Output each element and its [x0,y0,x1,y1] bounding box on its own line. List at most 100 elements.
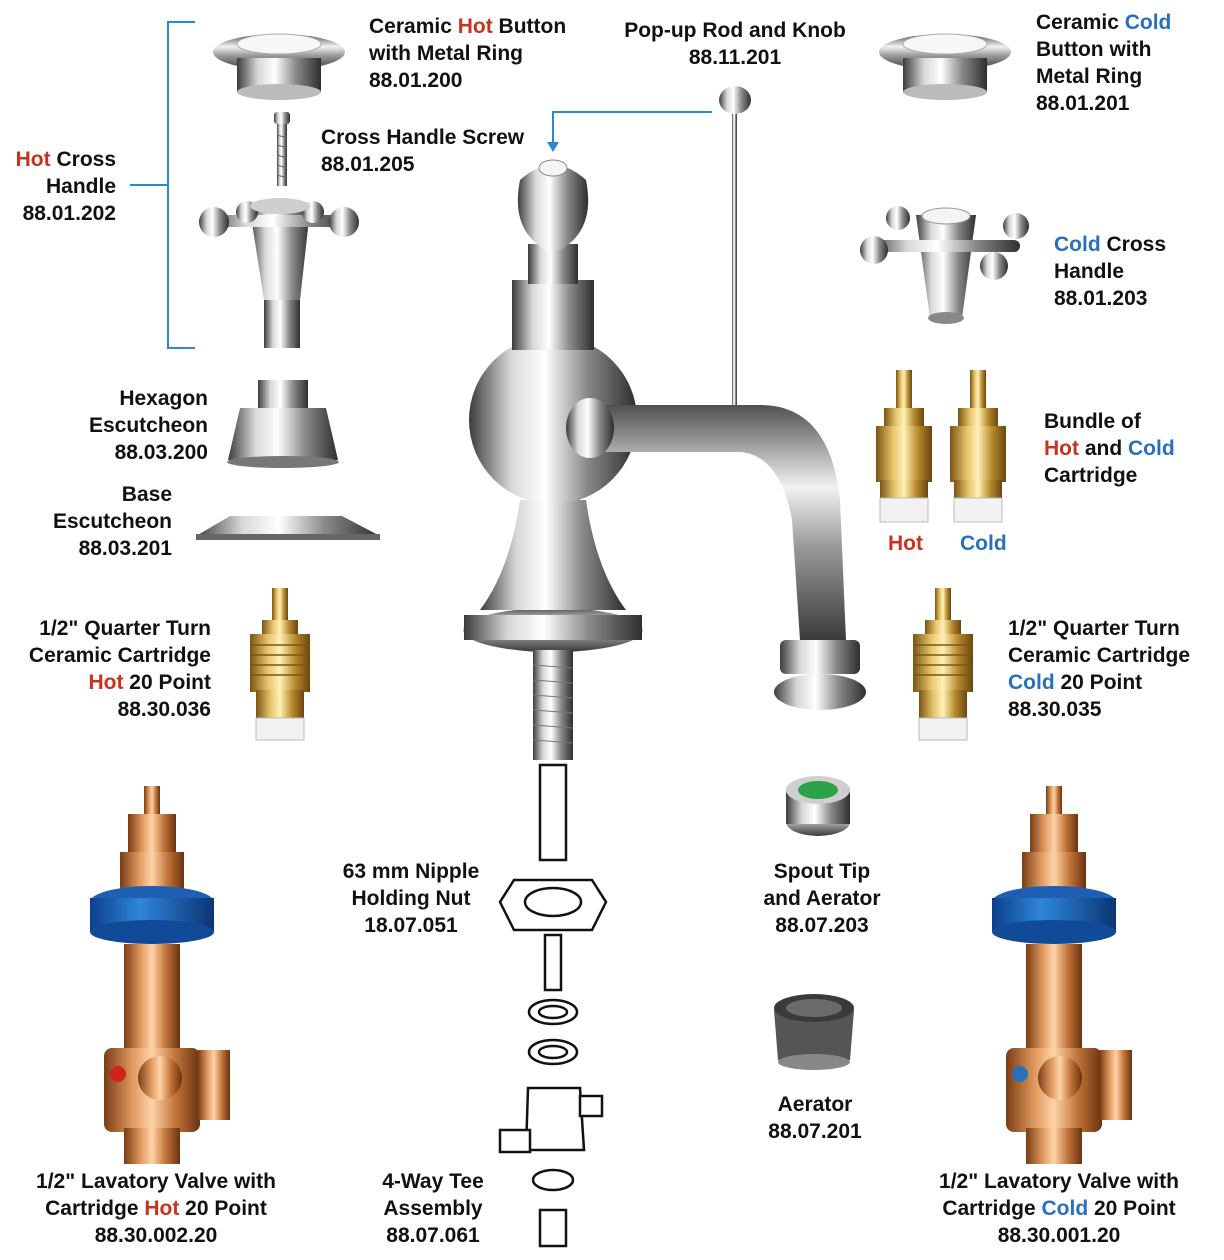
popup-rod-leader [552,111,712,148]
screw-label: Cross Handle Screw 88.01.205 [321,124,524,178]
tee-label: 4-Way Tee Assembly 88.07.061 [352,1168,514,1249]
bundle-label: Bundle of Hot and Cold Cartridge [1044,408,1175,489]
cold-word: Cold [1041,1197,1089,1220]
hot-word: Hot [88,671,124,694]
hot-button-line1: Ceramic [369,15,458,38]
cold-cross-line2: Handle [1054,260,1125,283]
spout-tip-line2: and Aerator [763,887,881,910]
hot-lavatory-valve-label: 1/2" Lavatory Valve with Cartridge Hot 2… [14,1168,298,1249]
base-escutcheon-label: Base Escutcheon 88.03.201 [0,481,172,562]
spout-tip-label: Spout Tip and Aerator 88.07.203 [740,858,904,939]
qt-hot-code: 88.30.036 [117,698,211,721]
cold-cross-line1: Cross [1100,233,1167,256]
bundle-hot-tag: Hot [888,532,923,555]
cold-button-line3: Metal Ring [1036,65,1143,88]
hex-esc-line2: Escutcheon [88,414,208,437]
cold-lavatory-valve-label: 1/2" Lavatory Valve with Cartridge Cold … [914,1168,1204,1249]
spout-tip-line1: Spout Tip [773,860,871,883]
hot-button-image [213,33,345,100]
cold-button-line1: Ceramic [1036,11,1125,34]
nipple-line1: 63 mm Nipple [342,860,480,883]
bundle-line3: Cartridge [1044,464,1138,487]
hot-lavatory-valve-image [90,786,230,1164]
nipple-and-tee-drawing [498,763,608,1248]
lav-hot-line2-end: 20 Point [179,1197,267,1220]
hot-word: Hot [144,1197,180,1220]
cold-cross-handle-label: Cold Cross Handle 88.01.203 [1054,231,1166,312]
cold-lavatory-valve-image [992,786,1132,1164]
base-esc-line1: Base [121,483,172,506]
leader-arrow [547,142,559,152]
hexagon-escutcheon-label: Hexagon Escutcheon 88.03.200 [0,385,208,466]
bundle-cold-tag: Cold [960,532,1007,555]
hex-esc-code: 88.03.200 [114,441,208,464]
cold-word: Cold [1124,11,1172,34]
aerator-code: 88.07.201 [768,1120,862,1143]
hot-handle-bracket [130,21,195,349]
hot-word: Hot [457,15,493,38]
popup-rod-image [719,86,751,450]
aerator-image [774,994,854,1070]
aerator-line1: Aerator [777,1093,853,1116]
hot-button-code: 88.01.200 [369,69,463,92]
lav-cold-line1: 1/2" Lavatory Valve with [939,1170,1179,1193]
hot-cross-handle-image [199,198,359,348]
cold-quarter-turn-cartridge-image [913,588,973,741]
qt-cold-line1: 1/2" Quarter Turn [1008,617,1180,640]
lav-hot-line1: 1/2" Lavatory Valve with [36,1170,276,1193]
faucet-body-image [463,159,866,760]
hot-button-line2: with Metal Ring [369,42,523,65]
popup-rod-code: 88.11.201 [688,46,782,69]
lav-hot-code: 88.30.002.20 [94,1224,218,1247]
hot-button-line1-end: Button [492,15,567,38]
hot-cross-line1: Cross [50,148,116,171]
lav-cold-line2: Cartridge [942,1197,1042,1220]
qt-cold-line3: 20 Point [1054,671,1143,694]
cold-cross-code: 88.01.203 [1054,287,1148,310]
qt-hot-line3: 20 Point [123,671,211,694]
cold-quarter-turn-label: 1/2" Quarter Turn Ceramic Cartridge Cold… [1008,615,1190,723]
screw-code: 88.01.205 [321,153,415,176]
lav-hot-line2: Cartridge [45,1197,145,1220]
cold-word: Cold [1054,233,1101,256]
spout-tip-code: 88.07.203 [775,914,869,937]
screw-image [274,112,290,186]
hot-cross-line2: Handle [45,175,116,198]
base-esc-code: 88.03.201 [78,537,172,560]
hex-esc-line1: Hexagon [119,387,208,410]
hot-word: Hot [15,148,51,171]
qt-cold-line2: Ceramic Cartridge [1008,644,1191,667]
aerator-label: Aerator 88.07.201 [740,1091,890,1145]
nipple-code: 18.07.051 [364,914,458,937]
cold-button-image [879,33,1011,100]
tee-code: 88.07.061 [386,1224,480,1247]
hot-cross-code: 88.01.202 [22,202,116,225]
hot-cross-handle-label: Hot Cross Handle 88.01.202 [0,146,116,227]
popup-rod-line1: Pop-up Rod and Knob [624,19,846,42]
tee-line2: Assembly [383,1197,483,1220]
bundle-cartridges-image [876,370,1006,523]
cold-word: Cold [1008,671,1055,694]
hot-quarter-turn-label: 1/2" Quarter Turn Ceramic Cartridge Hot … [0,615,211,723]
cold-button-line2: Button with [1036,38,1152,61]
qt-cold-code: 88.30.035 [1008,698,1102,721]
tee-line1: 4-Way Tee [382,1170,484,1193]
qt-hot-line1: 1/2" Quarter Turn [39,617,211,640]
base-esc-line2: Escutcheon [52,510,172,533]
qt-hot-line2: Ceramic Cartridge [28,644,211,667]
cold-word: Cold [1128,437,1175,460]
bundle-and: and [1079,437,1129,460]
spout-tip-image [786,776,850,836]
screw-line1: Cross Handle Screw [321,126,525,149]
hot-quarter-turn-cartridge-image [250,588,310,741]
popup-rod-label: Pop-up Rod and Knob 88.11.201 [610,17,860,71]
lav-cold-line2-end: 20 Point [1088,1197,1176,1220]
cold-button-code: 88.01.201 [1036,92,1130,115]
hot-word: Hot [1044,437,1079,460]
base-escutcheon-image [196,516,380,540]
bundle-line1: Bundle of [1044,410,1141,433]
hot-button-label: Ceramic Hot Button with Metal Ring 88.01… [369,13,566,94]
nipple-line2: Holding Nut [351,887,471,910]
lav-cold-code: 88.30.001.20 [997,1224,1121,1247]
